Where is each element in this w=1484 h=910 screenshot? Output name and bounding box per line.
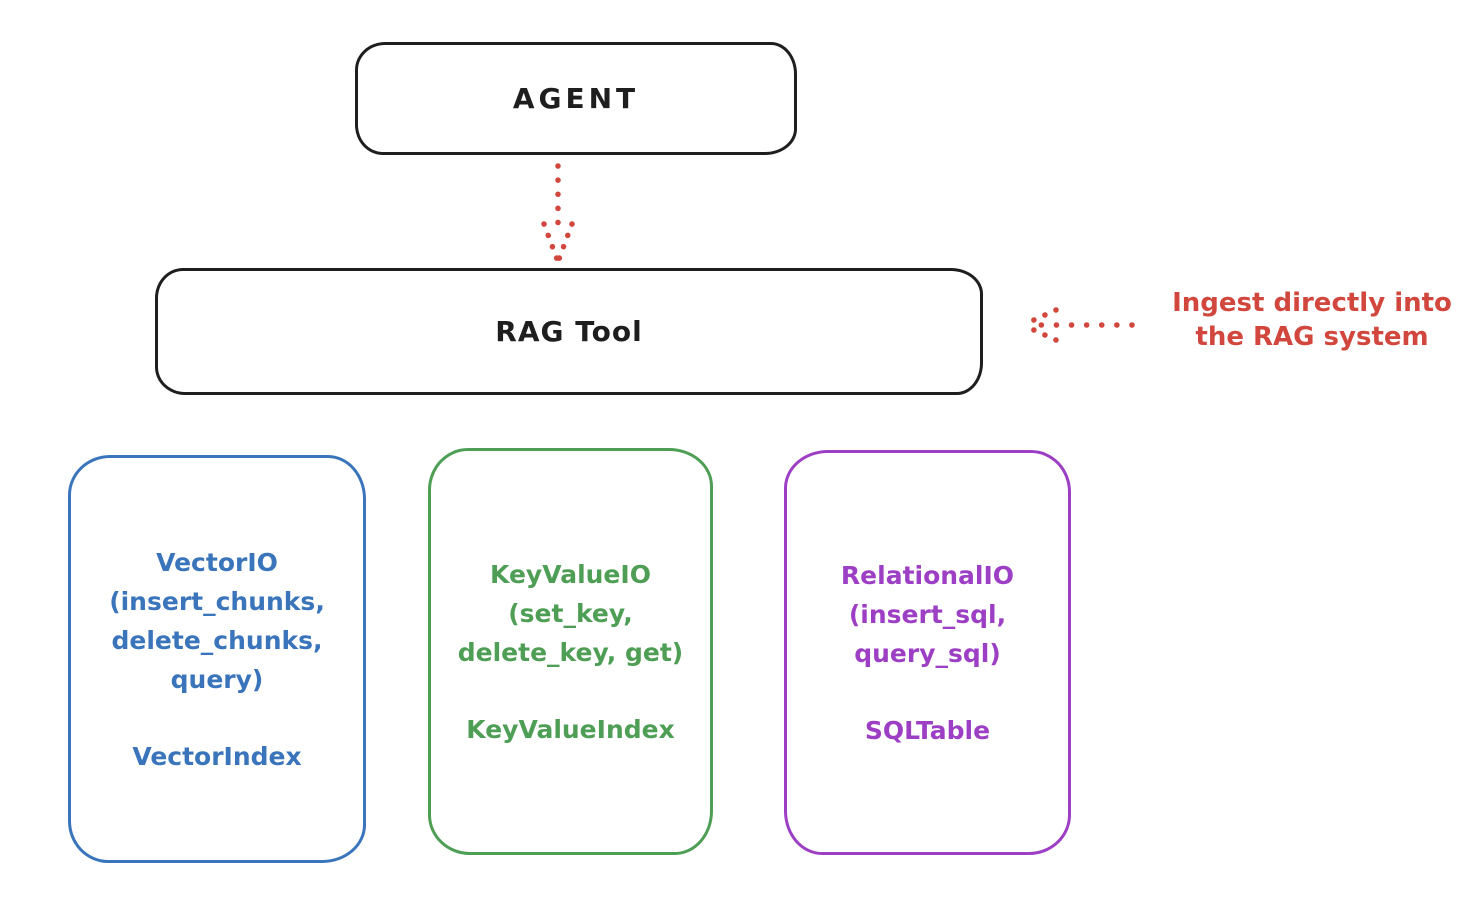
vector-io-line: VectorIO: [156, 547, 278, 577]
vector-io-line: (insert_chunks,: [109, 586, 325, 616]
keyvalue-io-line: (set_key,: [508, 598, 633, 628]
keyvalue-io-line: KeyValueIO: [490, 559, 651, 589]
agent-node-label: AGENT: [512, 82, 640, 115]
vector-io-methods: VectorIO (insert_chunks, delete_chunks, …: [109, 543, 325, 699]
rag-tool-node: RAG Tool: [155, 268, 983, 395]
keyvalue-io-node: KeyValueIO (set_key, delete_key, get) Ke…: [428, 448, 713, 855]
vector-io-line: delete_chunks,: [111, 625, 323, 655]
keyvalue-io-line: delete_key, get): [457, 637, 684, 667]
relational-io-node: RelationalIO (insert_sql, query_sql) SQL…: [784, 450, 1071, 855]
relational-io-line: RelationalIO: [840, 560, 1015, 590]
vector-io-line: query): [170, 664, 264, 694]
ingest-annotation-text: Ingest directly into the RAG system: [1140, 286, 1484, 354]
ingest-annotation-line1: Ingest directly into: [1172, 288, 1452, 318]
sql-table-label: SQLTable: [864, 715, 991, 745]
relational-io-line: (insert_sql,: [848, 599, 1007, 629]
rag-tool-node-label: RAG Tool: [495, 315, 643, 348]
ingest-annotation-dotted-arrow-icon: [1018, 302, 1138, 348]
agent-to-rag-dotted-arrow-icon: [536, 160, 580, 268]
vector-index-label: VectorIndex: [132, 741, 302, 771]
keyvalue-index-label: KeyValueIndex: [466, 714, 675, 744]
keyvalue-io-methods: KeyValueIO (set_key, delete_key, get): [458, 555, 683, 672]
relational-io-line: query_sql): [854, 638, 1001, 668]
ingest-annotation-line2: the RAG system: [1195, 322, 1429, 352]
agent-node: AGENT: [355, 42, 797, 155]
vector-io-node: VectorIO (insert_chunks, delete_chunks, …: [68, 455, 366, 863]
relational-io-methods: RelationalIO (insert_sql, query_sql): [841, 556, 1014, 673]
